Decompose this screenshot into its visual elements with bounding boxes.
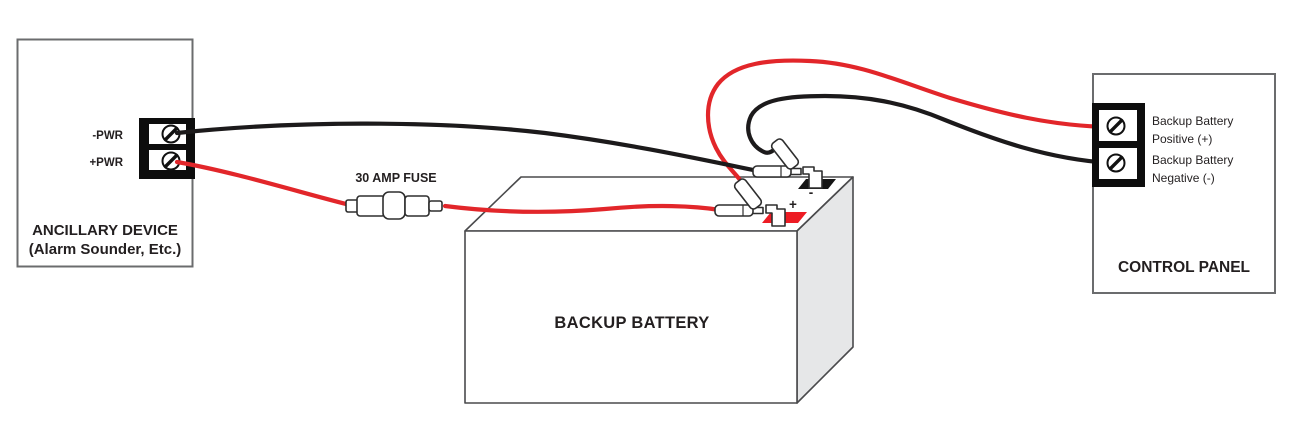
wire-red-ancillary-to-fuse <box>174 159 353 208</box>
ancillary-device-subtitle: (Alarm Sounder, Etc.) <box>29 241 182 258</box>
backup-battery: BACKUP BATTERY + - <box>464 176 854 404</box>
terminal-label-negative-pwr: -PWR <box>92 130 123 142</box>
wire-red-fuse-to-battery-positive <box>442 203 723 214</box>
cp-negative-label-line2: Negative (-) <box>1152 171 1215 185</box>
battery-front-face <box>464 230 798 404</box>
screw-terminal-icon <box>1106 116 1126 136</box>
cp-positive-label-line1: Backup Battery <box>1152 114 1233 128</box>
fuse-holder: 30 AMP FUSE <box>345 171 443 220</box>
spade-connector-positive <box>714 178 786 227</box>
negative-sign: - <box>809 185 814 200</box>
ancillary-device-title: ANCILLARY DEVICE <box>32 222 178 239</box>
wire-black-control-panel-to-battery-negative <box>746 93 1113 166</box>
fuse-body-left <box>356 195 386 217</box>
control-panel-title: CONTROL PANEL <box>1118 259 1250 276</box>
fuse-body-right <box>404 195 430 217</box>
connector-sleeve-angled <box>770 138 800 170</box>
wire-red-control-panel-to-battery-positive <box>706 58 1113 184</box>
battery-positive-tab <box>765 204 786 227</box>
fuse-label: 30 AMP FUSE <box>355 171 436 185</box>
connector-sleeve-horizontal <box>714 204 754 217</box>
cp-positive-label-line2: Positive (+) <box>1152 132 1212 146</box>
cp-negative-label-line1: Backup Battery <box>1152 153 1233 167</box>
connector-sleeve-horizontal <box>752 165 792 178</box>
ancillary-terminal-block <box>139 118 195 179</box>
control-panel-box: Backup Battery Positive (+) Backup Batte… <box>1092 73 1276 294</box>
battery-negative-tab <box>802 166 823 189</box>
fuse-collar <box>382 191 406 220</box>
positive-sign: + <box>789 197 797 212</box>
screw-terminal-icon <box>1106 153 1126 173</box>
ancillary-device-box: -PWR +PWR ANCILLARY DEVICE (Alarm Sounde… <box>16 38 195 268</box>
terminal-label-positive-pwr: +PWR <box>89 157 123 169</box>
battery-label: BACKUP BATTERY <box>554 314 709 332</box>
spade-connector-negative <box>752 138 823 189</box>
wire-black-ancillary-to-battery-negative <box>174 121 761 174</box>
fuse-end-cap <box>428 200 443 212</box>
control-panel-terminal-block <box>1092 103 1145 187</box>
connector-sleeve-angled <box>733 178 763 210</box>
screw-terminal-icon <box>161 151 181 171</box>
